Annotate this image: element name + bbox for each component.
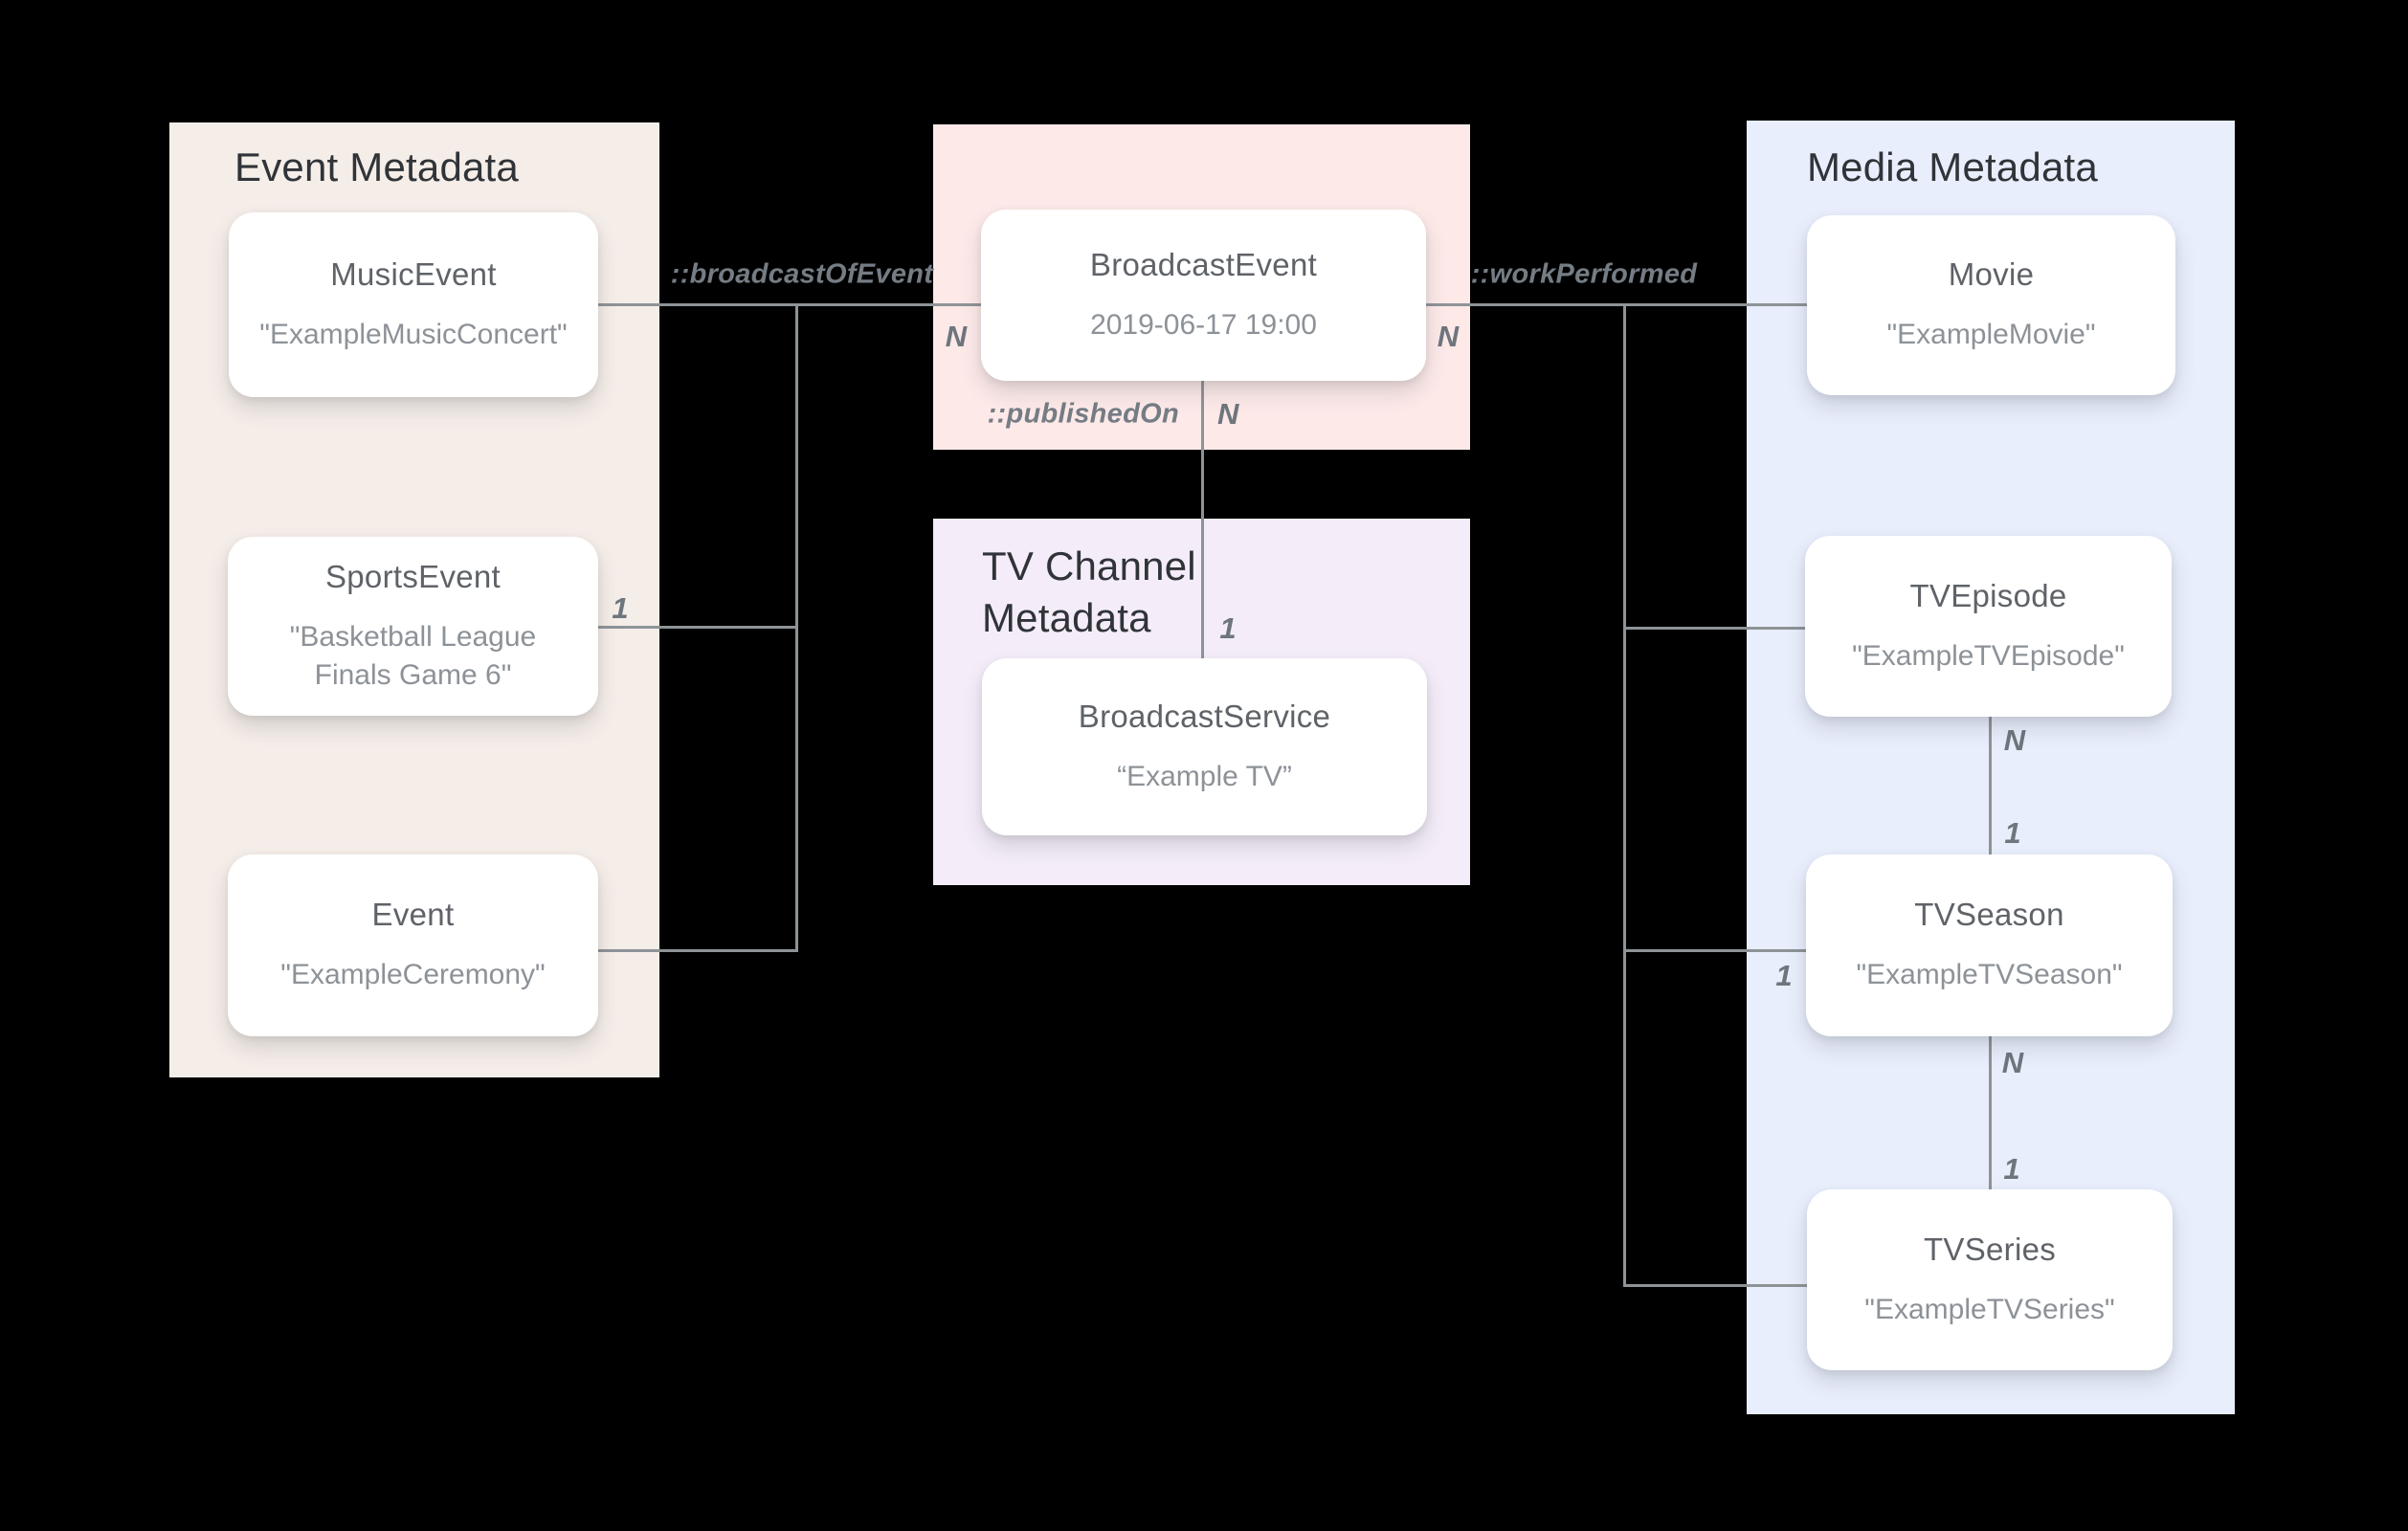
season-series-n: N (2001, 1046, 2024, 1079)
published-on-label: ::publishedOn (987, 398, 1179, 430)
line-trunk-tvseries (1623, 1284, 1807, 1287)
card-sports-event-value: "Basketball League Finals Game 6" (289, 620, 537, 691)
card-tv-season: TVSeason "ExampleTVSeason" (1806, 854, 2173, 1036)
media-metadata-title: Media Metadata (1807, 144, 2098, 189)
card-tv-episode: TVEpisode "ExampleTVEpisode" (1805, 536, 2172, 717)
card-music-event-value: "ExampleMusicConcert" (259, 318, 568, 350)
card-sports-event: SportsEvent "Basketball League Finals Ga… (228, 537, 598, 716)
line-media-metadata-trunk (1623, 303, 1626, 1287)
card-music-event: MusicEvent "ExampleMusicConcert" (229, 212, 598, 397)
work-performed-n: N (1437, 320, 1460, 353)
card-music-event-title: MusicEvent (330, 255, 497, 292)
card-movie: Movie "ExampleMovie" (1807, 215, 2175, 395)
card-tv-series-value: "ExampleTVSeries" (1864, 1293, 2115, 1325)
card-event-value: "ExampleCeremony" (280, 959, 546, 990)
card-broadcast-service-value: “Example TV” (1117, 760, 1292, 792)
line-broadcastevent-movie (1426, 303, 1807, 306)
line-event-trunk (598, 949, 798, 952)
work-performed-label: ::workPerformed (1470, 258, 1698, 290)
card-tv-episode-title: TVEpisode (1909, 577, 2067, 613)
tv-channel-metadata-title: TV Channel Metadata (982, 544, 1196, 640)
card-broadcast-event: BroadcastEvent 2019-06-17 19:00 (981, 210, 1426, 381)
published-on-1: 1 (1219, 611, 1237, 645)
card-broadcast-event-value: 2019-06-17 19:00 (1090, 308, 1317, 341)
card-tv-series: TVSeries "ExampleTVSeries" (1807, 1189, 2173, 1370)
card-tv-season-value: "ExampleTVSeason" (1856, 959, 2123, 990)
line-broadcastevent-broadcastservice (1201, 381, 1204, 658)
tv-season-1: 1 (1775, 959, 1793, 992)
line-tvseason-tvseries (1989, 1036, 1992, 1189)
episode-season-1: 1 (2004, 816, 2021, 850)
broadcast-of-event-label: ::broadcastOfEvent (670, 258, 934, 290)
card-broadcast-event-title: BroadcastEvent (1089, 246, 1318, 282)
card-movie-value: "ExampleMovie" (1886, 319, 2096, 350)
published-on-n: N (1217, 397, 1239, 431)
line-musicevent-broadcastevent (598, 303, 982, 306)
card-tv-episode-value: "ExampleTVEpisode" (1852, 639, 2125, 672)
card-event: Event "ExampleCeremony" (228, 854, 598, 1036)
card-tv-season-title: TVSeason (1914, 897, 2064, 932)
card-movie-title: Movie (1948, 256, 2035, 292)
line-sportsevent-trunk (598, 626, 798, 629)
episode-season-n: N (2003, 723, 2026, 757)
line-tvepisode-tvseason (1989, 717, 1992, 854)
sports-event-1: 1 (612, 591, 629, 625)
card-event-title: Event (371, 897, 455, 932)
line-trunk-tvseason (1623, 949, 1806, 952)
line-trunk-tvepisode (1623, 627, 1805, 630)
card-tv-series-title: TVSeries (1923, 1231, 2057, 1267)
event-metadata-title: Event Metadata (234, 144, 519, 189)
card-sports-event-title: SportsEvent (324, 558, 502, 594)
card-broadcast-service: BroadcastService “Example TV” (982, 658, 1427, 835)
season-series-1: 1 (2003, 1152, 2020, 1186)
card-broadcast-service-title: BroadcastService (1078, 698, 1331, 734)
broadcast-of-event-n: N (945, 320, 968, 353)
